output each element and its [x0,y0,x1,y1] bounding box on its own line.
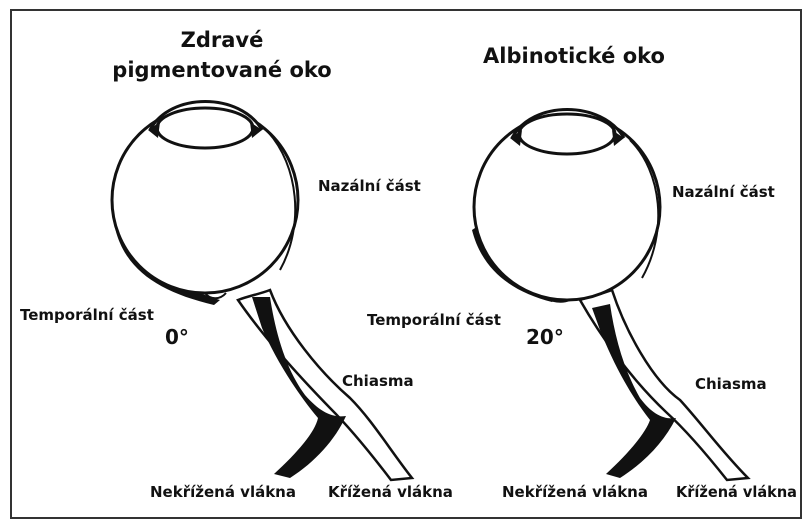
healthy-eye-group [112,102,412,481]
healthy-crossed-label: Křížená vlákna [328,483,453,501]
albino-lens [519,114,615,154]
albino-uncrossed-label: Nekřížená vlákna [502,483,648,501]
diagram-frame [11,10,801,518]
albino-chiasm-label: Chiasma [695,375,767,393]
healthy-uncrossed-label: Nekřížená vlákna [150,483,296,501]
albino-title: Albinotické oko [483,44,665,68]
albino-temporal-label: Temporální část [367,311,501,329]
healthy-title-line1: Zdravé [181,28,264,52]
albino-nasal-label: Nazální část [672,183,775,201]
healthy-nasal-label: Nazální část [318,177,421,195]
healthy-title-line2: pigmentované oko [112,58,331,82]
healthy-angle-label: 0° [165,325,189,349]
healthy-temporal-label: Temporální část [20,306,154,324]
albino-angle-label: 20° [526,325,564,349]
healthy-chiasm-label: Chiasma [342,372,414,390]
albino-eye-group [472,110,748,481]
albino-crossed-label: Křížená vlákna [676,483,797,501]
healthy-lens [157,108,253,148]
